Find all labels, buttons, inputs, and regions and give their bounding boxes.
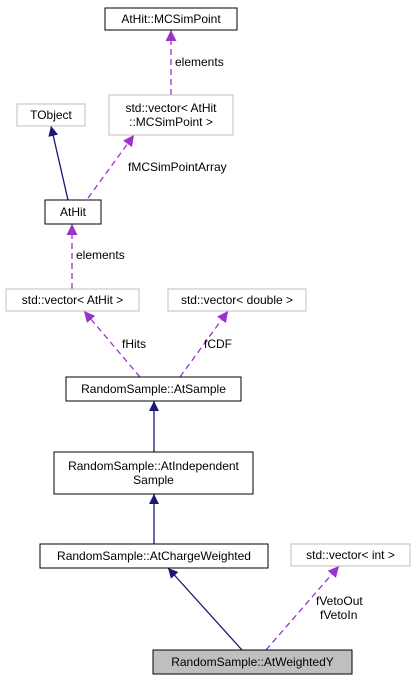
node-box — [104, 7, 238, 31]
node-label: RandomSample::AtSample — [81, 382, 226, 396]
edge-line — [48, 125, 69, 201]
node-vector_int[interactable]: std::vector< int > — [290, 543, 411, 567]
node-label: RandomSample::AtWeightedY — [171, 655, 334, 669]
edge-fcdf: fCDF — [179, 310, 232, 378]
node-athit[interactable]: AtHit — [44, 199, 102, 225]
node-label: std::vector< int > — [306, 548, 395, 562]
node-label: std::vector< double > — [181, 293, 293, 307]
edge-line — [265, 565, 340, 651]
node-box — [39, 543, 269, 569]
edge-tobject-athit — [48, 125, 69, 201]
node-box — [53, 451, 254, 495]
edge-fhits: fHits — [83, 310, 146, 378]
node-label: ::MCSimPoint > — [129, 115, 213, 129]
node-box — [290, 543, 411, 567]
edge-label: fCDF — [204, 337, 232, 351]
edges-layer: elements fMCSimPointArray elements fHits fCD… — [48, 30, 363, 651]
node-label: AtHit — [60, 205, 87, 219]
node-mcsimpoint[interactable]: AtHit::MCSimPoint — [104, 7, 238, 31]
edge-label: elements — [175, 55, 224, 69]
edge-line — [87, 134, 135, 199]
edge-label: elements — [76, 248, 125, 262]
node-label: std::vector< AtHit > — [22, 293, 123, 307]
node-label: RandomSample::AtIndependent — [68, 459, 239, 473]
edge-label: fVetoIn — [320, 608, 357, 622]
node-label: AtHit::MCSimPoint — [121, 12, 221, 26]
node-atsample[interactable]: RandomSample::AtSample — [65, 376, 242, 402]
edge-mcsimpoint-elements: elements — [165, 30, 224, 95]
node-atchargeweighted[interactable]: RandomSample::AtChargeWeighted — [39, 543, 269, 569]
node-box — [108, 94, 234, 136]
node-box — [152, 649, 353, 675]
node-label: std::vector< AtHit — [125, 101, 217, 115]
node-label: RandomSample::AtChargeWeighted — [57, 549, 251, 563]
edge-atcharge-atweighted — [167, 567, 243, 651]
node-vector_mcsimpoint[interactable]: std::vector< AtHit::MCSimPoint > — [108, 94, 234, 136]
node-label: TObject — [30, 108, 72, 122]
edge-label: fHits — [122, 337, 146, 351]
node-label: Sample — [133, 473, 174, 487]
edge-mcsimpointarray: fMCSimPointArray — [87, 134, 227, 199]
node-atweightedy[interactable]: RandomSample::AtWeightedY — [152, 649, 353, 675]
edge-label: fMCSimPointArray — [128, 160, 227, 174]
edge-line — [83, 310, 141, 378]
edge-line — [179, 310, 229, 378]
edge-athit-elements: elements — [66, 224, 125, 289]
node-box — [44, 199, 102, 225]
node-box — [65, 376, 242, 402]
edge-label: fVetoOut — [316, 594, 363, 608]
node-tobject[interactable]: TObject — [16, 103, 86, 127]
node-box — [5, 288, 140, 312]
node-box — [167, 288, 307, 312]
edge-line — [167, 567, 243, 651]
node-box — [16, 103, 86, 127]
node-vector_athit[interactable]: std::vector< AtHit > — [5, 288, 140, 312]
node-vector_double[interactable]: std::vector< double > — [167, 288, 307, 312]
